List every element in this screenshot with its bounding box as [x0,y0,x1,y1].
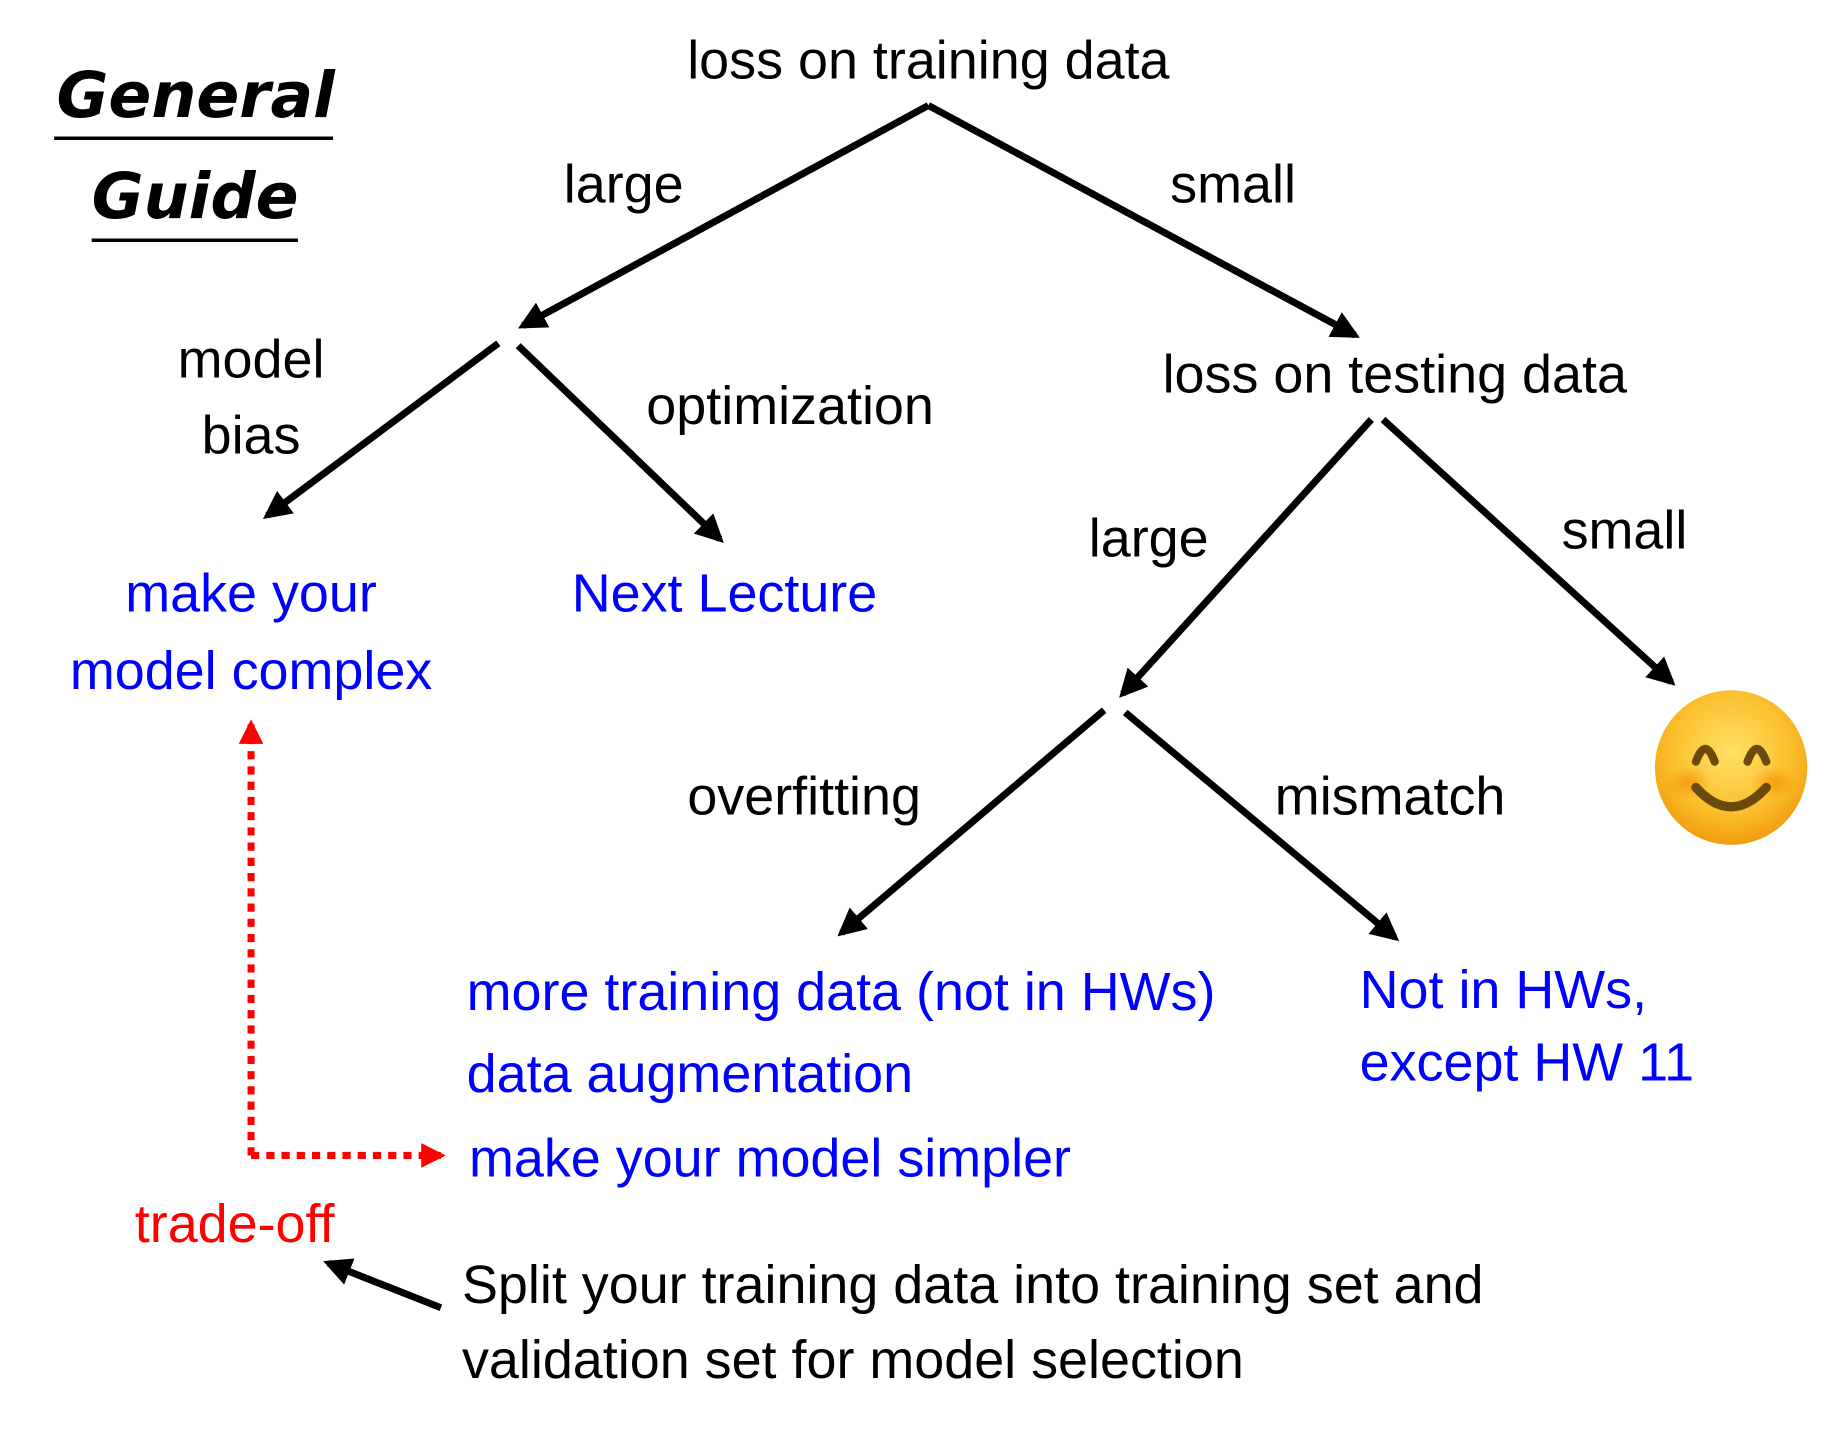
node-make-complex-line1: make your [125,564,377,624]
edge-test-small [1380,416,1676,686]
node-overfit-fix-2: data augmentation [467,1044,913,1104]
edge-overfitting [837,707,1107,937]
label-optimization: optimization [646,376,934,436]
label-train-large: large [564,155,684,215]
node-loss-training: loss on training data [687,31,1169,91]
node-next-lecture: Next Lecture [572,564,878,624]
title-line1: General [57,58,337,132]
smiling-face-emoji-icon [1654,690,1808,845]
label-test-small: small [1562,500,1688,560]
edge-train-small [926,102,1360,339]
label-tradeoff: trade-off [135,1194,336,1254]
node-mismatch-fix-line2: except HW 11 [1360,1032,1694,1092]
label-model-bias-line1: model [178,329,325,389]
node-loss-testing: loss on testing data [1163,345,1627,405]
edge-optimization [515,343,724,543]
title-line2: Guide [92,159,299,233]
node-make-complex-line2: model complex [70,641,432,701]
label-mismatch: mismatch [1275,766,1506,826]
note-split-line2: validation set for model selection [462,1330,1244,1390]
label-model-bias-line2: bias [202,406,301,466]
edge-test-large [1119,417,1374,698]
edge-model-bias [262,340,501,519]
node-overfit-fix-1: more training data (not in HWs) [467,962,1216,1022]
split-arrow [323,1258,443,1312]
node-mismatch-fix-line1: Not in HWs, [1360,960,1647,1020]
label-train-small: small [1170,155,1296,215]
node-overfit-fix-3: make your model simpler [469,1129,1071,1189]
note-split-line1: Split your training data into training s… [462,1255,1484,1315]
edge-train-large [517,102,931,329]
label-test-large: large [1089,509,1209,569]
label-overfitting: overfitting [687,766,921,826]
edge-mismatch [1122,709,1400,942]
